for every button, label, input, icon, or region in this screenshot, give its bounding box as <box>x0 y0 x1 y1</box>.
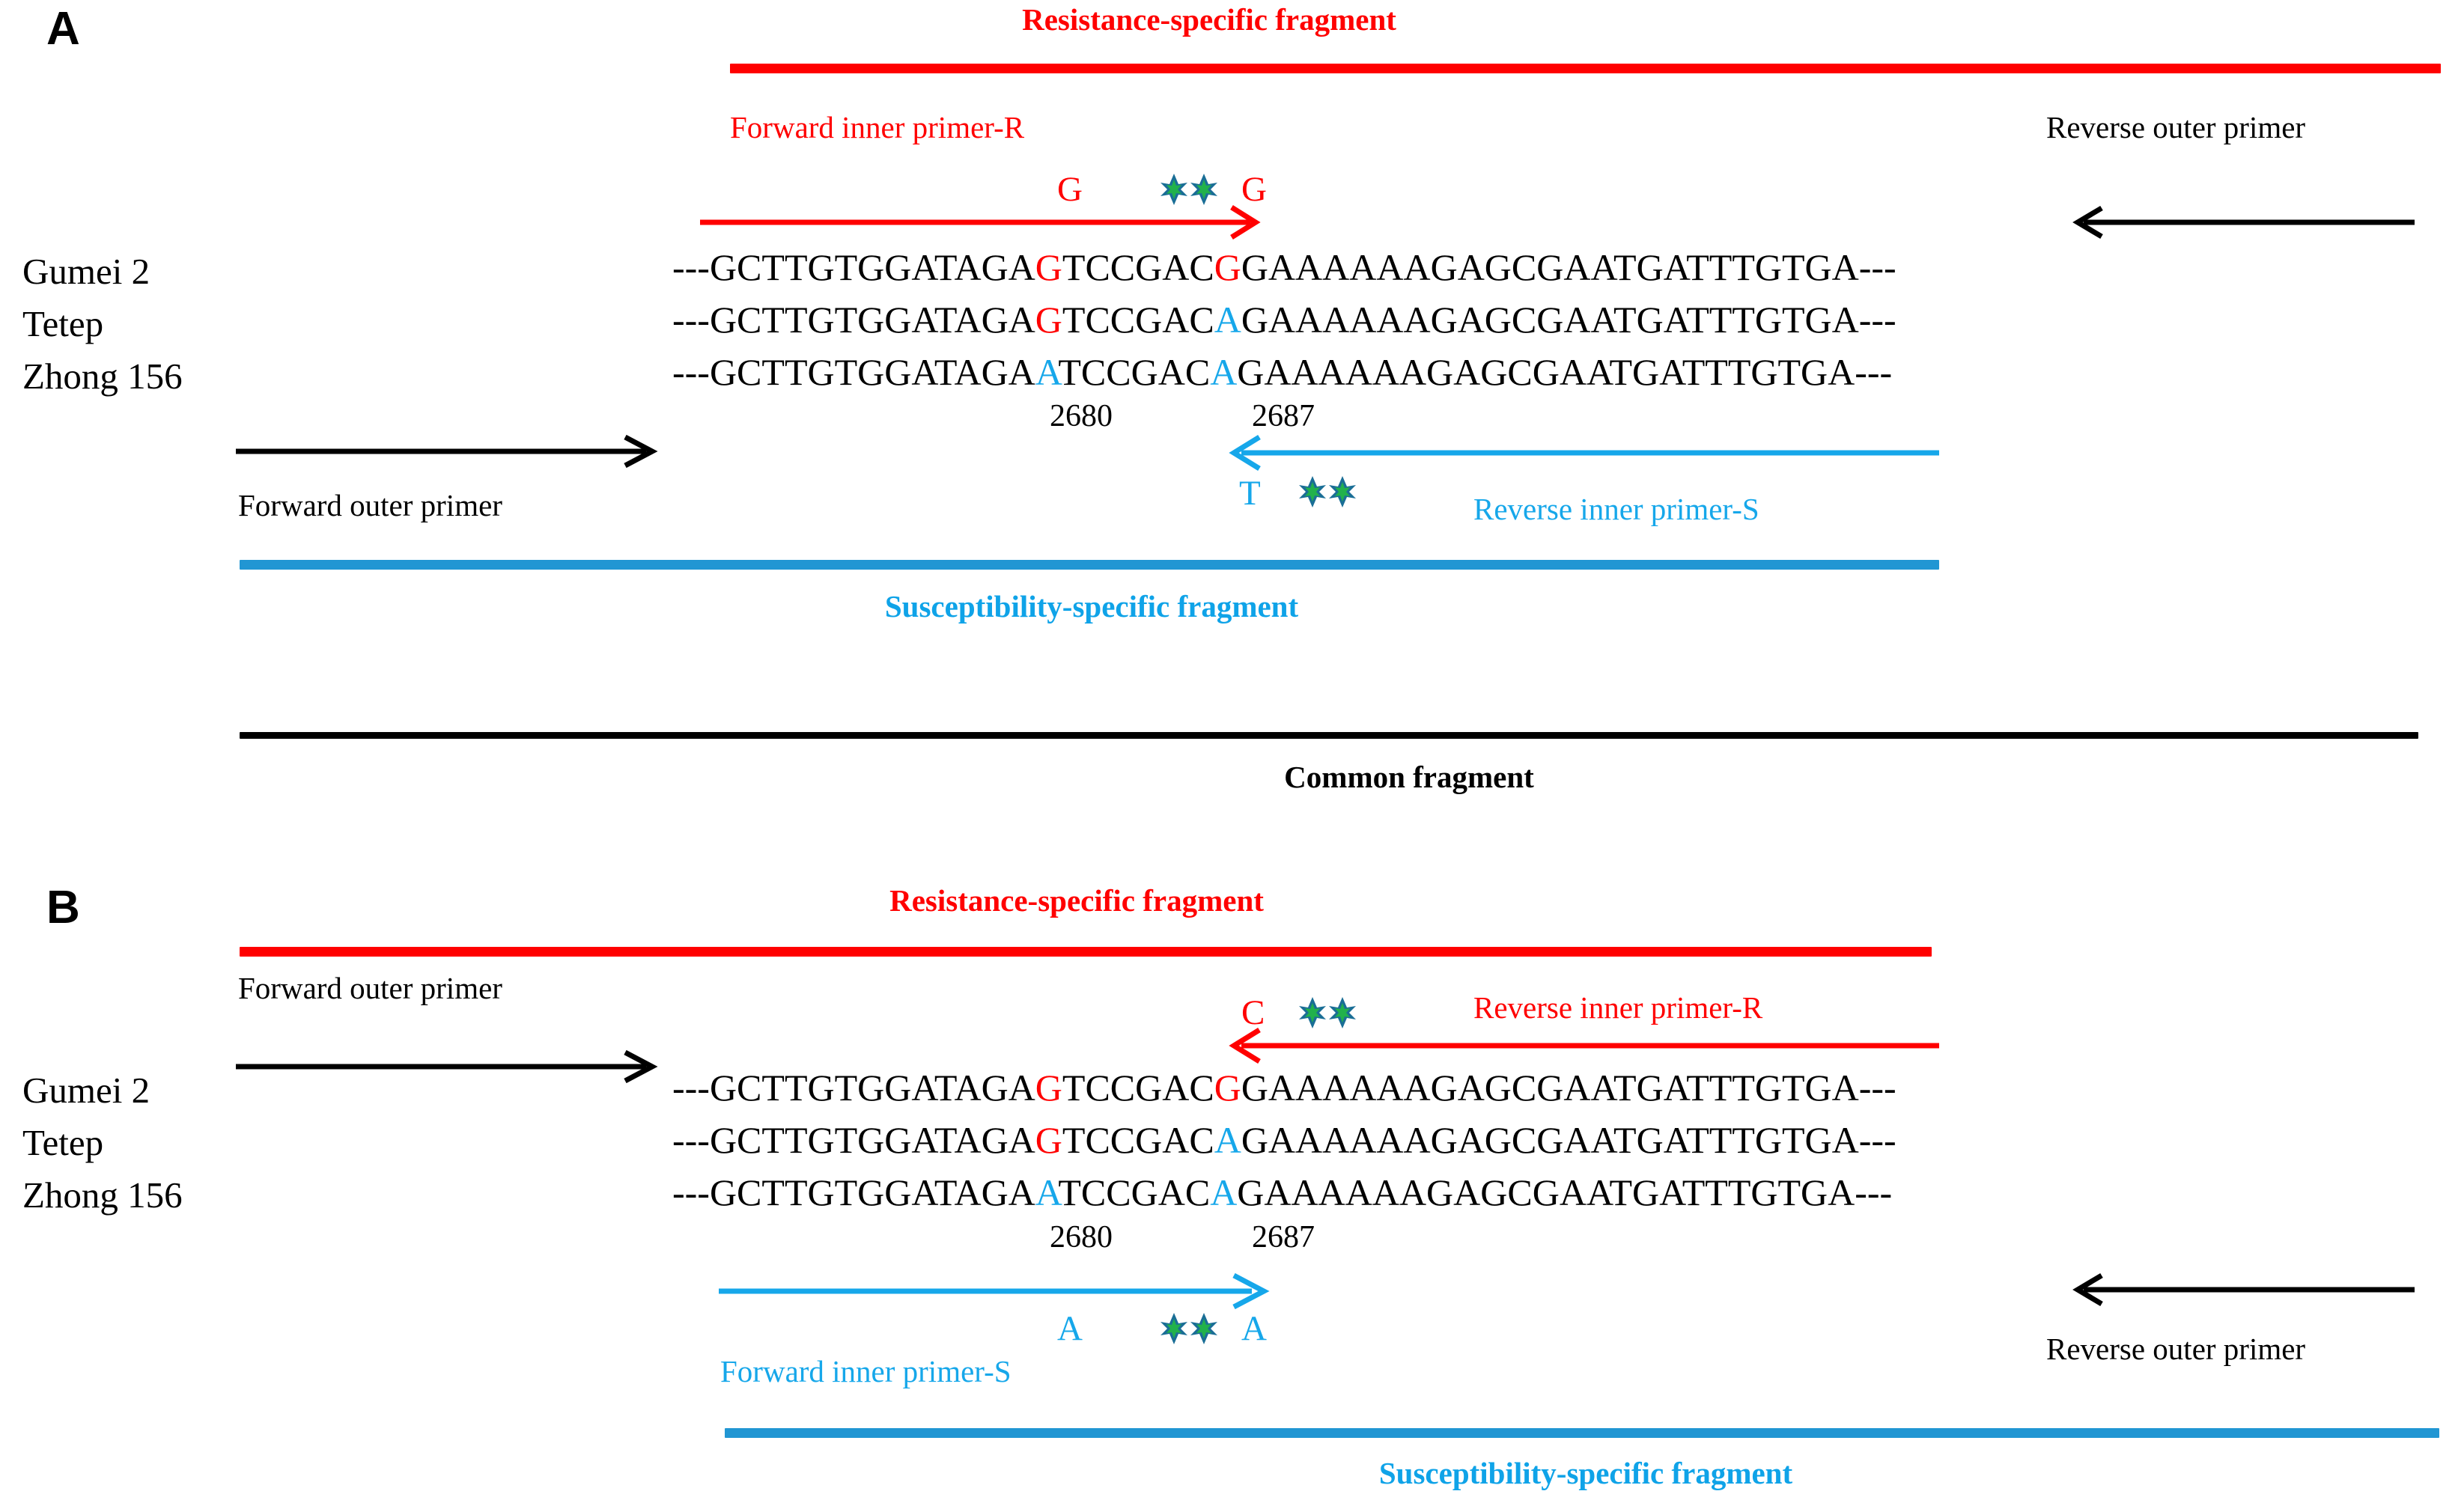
star-icon <box>1160 174 1187 205</box>
panel-b-sequence-row: ---GCTTGTGGATAGAATCCGACAGAAAAAAGAGCGAATG… <box>672 1174 1892 1211</box>
panel-a-forward-outer-primer-label: Forward outer primer <box>238 488 502 522</box>
panel-a-resistance-fragment-bar <box>730 64 2441 73</box>
panel-a-resistance-fragment-label: Resistance-specific fragment <box>1022 2 1396 37</box>
seq-suffix: GAAAAAAGAGCGAATGATTTGTGA--- <box>1237 351 1893 393</box>
seq-middle: TCCGAC <box>1058 351 1211 393</box>
panel-a-reverse-inner-primer-label: Reverse inner primer-S <box>1473 492 1759 526</box>
seq-snp1: A <box>1035 351 1059 393</box>
panel-a-forward-inner-primer-arrow <box>700 205 1261 240</box>
panel-a-rip-star-pair <box>1299 476 1356 507</box>
seq-middle: TCCGAC <box>1062 246 1214 288</box>
panel-b-forward-outer-primer-arrow <box>236 1049 658 1084</box>
panel-b-forward-inner-primer-arrow <box>719 1272 1270 1310</box>
seq-snp2: A <box>1214 299 1241 341</box>
panel-b-fip-star-pair <box>1160 1313 1217 1344</box>
seq-prefix: ---GCTTGTGGATAGA <box>672 351 1035 393</box>
seq-suffix: GAAAAAAGAGCGAATGATTTGTGA--- <box>1241 246 1896 288</box>
seq-prefix: ---GCTTGTGGATAGA <box>672 1119 1035 1161</box>
seq-middle: TCCGAC <box>1062 299 1214 341</box>
seq-snp1: G <box>1035 299 1062 341</box>
panel-a-sequence-row: ---GCTTGTGGATAGAGTCCGACAGAAAAAAGAGCGAATG… <box>672 301 1896 338</box>
panel-b-resistance-fragment-bar <box>240 947 1932 957</box>
panel-a-reverse-inner-primer-arrow <box>1229 435 1939 471</box>
panel-a-fip-base-right: G <box>1241 170 1267 209</box>
seq-snp2: G <box>1214 1067 1241 1109</box>
panel-b-reverse-inner-primer-label: Reverse inner primer-R <box>1473 990 1763 1025</box>
panel-a-reverse-outer-primer-arrow <box>2072 205 2415 240</box>
panel-b-reverse-outer-primer-arrow <box>2072 1272 2415 1307</box>
seq-prefix: ---GCTTGTGGATAGA <box>672 1067 1035 1109</box>
panel-a-position-2680: 2680 <box>1050 399 1113 433</box>
seq-middle: TCCGAC <box>1058 1171 1211 1213</box>
seq-middle: TCCGAC <box>1062 1119 1214 1161</box>
panel-a-common-fragment-label: Common fragment <box>1284 760 1534 794</box>
panel-b-fip-base-right: A <box>1241 1309 1267 1348</box>
star-icon <box>1329 997 1356 1028</box>
panel-b-fip-base-left: A <box>1057 1309 1083 1348</box>
seq-prefix: ---GCTTGTGGATAGA <box>672 1171 1035 1213</box>
seq-snp1: G <box>1035 1119 1062 1161</box>
panel-b-resistance-fragment-label: Resistance-specific fragment <box>889 883 1264 918</box>
panel-a-strain-label: Tetep <box>22 303 104 344</box>
star-icon <box>1190 174 1217 205</box>
panel-a-fip-star-pair <box>1160 174 1217 205</box>
star-icon <box>1160 1313 1187 1344</box>
panel-b-position-2680: 2680 <box>1050 1220 1113 1254</box>
panel-letter-b: B <box>46 882 80 933</box>
panel-b-rip-base-left: C <box>1241 993 1265 1032</box>
seq-prefix: ---GCTTGTGGATAGA <box>672 246 1035 288</box>
panel-b-forward-outer-primer-label: Forward outer primer <box>238 971 502 1005</box>
seq-snp1: A <box>1035 1171 1059 1213</box>
panel-b-susceptibility-fragment-bar <box>725 1428 2439 1438</box>
panel-a-sequence-row: ---GCTTGTGGATAGAGTCCGACGGAAAAAAGAGCGAATG… <box>672 249 1896 286</box>
star-icon <box>1329 476 1356 507</box>
panel-b-strain-label: Zhong 156 <box>22 1174 183 1216</box>
panel-a-susceptibility-fragment-bar <box>240 560 1939 570</box>
panel-b-sequence-row: ---GCTTGTGGATAGAGTCCGACGGAAAAAAGAGCGAATG… <box>672 1069 1896 1106</box>
panel-a-strain-label: Gumei 2 <box>22 251 150 292</box>
seq-suffix: GAAAAAAGAGCGAATGATTTGTGA--- <box>1237 1171 1893 1213</box>
seq-suffix: GAAAAAAGAGCGAATGATTTGTGA--- <box>1241 1119 1896 1161</box>
panel-a-sequence-row: ---GCTTGTGGATAGAATCCGACAGAAAAAAGAGCGAATG… <box>672 353 1892 391</box>
panel-a-position-2687: 2687 <box>1252 399 1315 433</box>
panel-b-strain-label: Gumei 2 <box>22 1070 150 1111</box>
panel-b-forward-inner-primer-label: Forward inner primer-S <box>720 1354 1012 1388</box>
seq-snp2: A <box>1214 1119 1241 1161</box>
seq-snp2: A <box>1210 351 1238 393</box>
panel-a-fip-base-left: G <box>1057 170 1083 209</box>
seq-snp2: G <box>1214 246 1241 288</box>
seq-snp2: A <box>1210 1171 1238 1213</box>
panel-b-reverse-outer-primer-label: Reverse outer primer <box>2046 1332 2306 1366</box>
panel-b-susceptibility-fragment-label: Susceptibility-specific fragment <box>1378 1456 1793 1490</box>
panel-b-strain-label: Tetep <box>22 1122 104 1163</box>
star-icon <box>1299 997 1326 1028</box>
panel-a-susceptibility-fragment-label: Susceptibility-specific fragment <box>884 589 1299 624</box>
panel-a-rip-base-left: T <box>1239 474 1261 513</box>
panel-b-rip-star-pair <box>1299 997 1356 1028</box>
seq-snp1: G <box>1035 246 1062 288</box>
seq-suffix: GAAAAAAGAGCGAATGATTTGTGA--- <box>1241 1067 1896 1109</box>
seq-snp1: G <box>1035 1067 1062 1109</box>
panel-a-common-fragment-bar <box>240 732 2418 739</box>
panel-b-position-2687: 2687 <box>1252 1220 1315 1254</box>
seq-middle: TCCGAC <box>1062 1067 1214 1109</box>
seq-prefix: ---GCTTGTGGATAGA <box>672 299 1035 341</box>
star-icon <box>1299 476 1326 507</box>
panel-a-forward-outer-primer-arrow <box>236 434 658 469</box>
panel-a-forward-inner-primer-label: Forward inner primer-R <box>730 110 1025 144</box>
panel-b-reverse-inner-primer-arrow <box>1229 1028 1939 1064</box>
seq-suffix: GAAAAAAGAGCGAATGATTTGTGA--- <box>1241 299 1896 341</box>
panel-b-sequence-row: ---GCTTGTGGATAGAGTCCGACAGAAAAAAGAGCGAATG… <box>672 1121 1896 1159</box>
panel-a-strain-label: Zhong 156 <box>22 356 183 397</box>
panel-letter-a: A <box>46 3 80 55</box>
star-icon <box>1190 1313 1217 1344</box>
panel-a-reverse-outer-primer-label: Reverse outer primer <box>2046 110 2306 144</box>
